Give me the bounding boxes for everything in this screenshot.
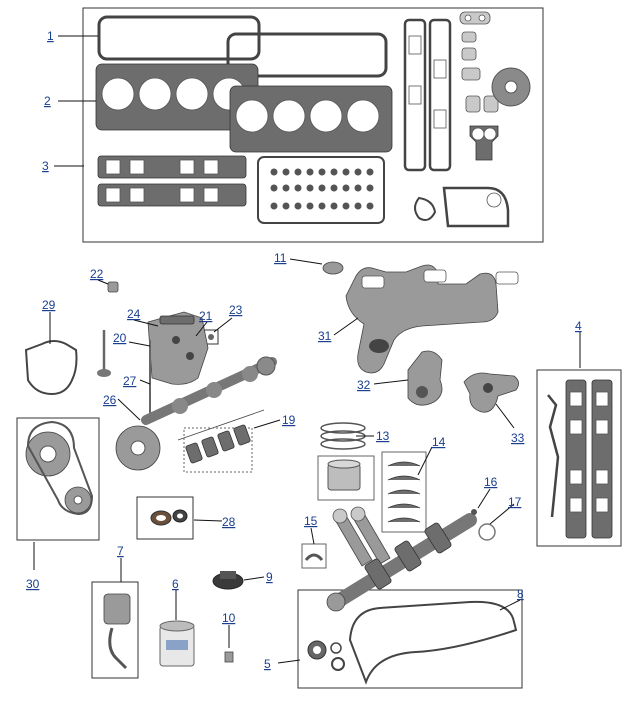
water-pump-gasket (414, 186, 510, 228)
callout-29[interactable]: 29 (42, 298, 56, 312)
callout-6[interactable]: 6 (172, 577, 179, 591)
valve-stem-seals (257, 156, 385, 224)
rod-bearing (301, 543, 327, 569)
callout-14[interactable]: 14 (432, 435, 446, 449)
crankshaft (326, 513, 477, 612)
thermostat-housing (463, 372, 519, 413)
piston (317, 455, 375, 501)
callout-19[interactable]: 19 (282, 413, 296, 427)
main-bearings (381, 451, 427, 533)
callout-21[interactable]: 21 (199, 309, 213, 323)
callout-23[interactable]: 23 (229, 303, 243, 317)
rear-main-seal (150, 509, 188, 526)
oil-pan-gasket-frame (297, 589, 523, 689)
intake-gasket-set (547, 379, 613, 539)
callout-31[interactable]: 31 (318, 329, 332, 343)
oil-pump (103, 593, 131, 670)
callout-17[interactable]: 17 (508, 495, 522, 509)
valve-cover-gasket (97, 15, 388, 78)
exhaust-manifold-gasket (403, 18, 452, 172)
callout-2[interactable]: 2 (44, 94, 51, 108)
callout-1[interactable]: 1 (47, 29, 54, 43)
callout-16[interactable]: 16 (484, 475, 498, 489)
piston-rings (320, 422, 366, 450)
callout-28[interactable]: 28 (222, 515, 236, 529)
timing-cover-gasket (24, 340, 78, 396)
callout-32[interactable]: 32 (357, 378, 371, 392)
pressure-sender (224, 651, 234, 663)
callout-20[interactable]: 20 (113, 331, 127, 345)
callout-8[interactable]: 8 (517, 587, 524, 601)
camshaft (141, 356, 277, 425)
callout-24[interactable]: 24 (127, 307, 141, 321)
callout-30[interactable]: 30 (26, 577, 40, 591)
callout-11[interactable]: 11 (274, 251, 287, 265)
callout-7[interactable]: 7 (117, 544, 124, 558)
callout-4[interactable]: 4 (575, 319, 582, 333)
valve (97, 330, 111, 377)
callout-33[interactable]: 33 (511, 431, 525, 445)
leader-lines (33, 35, 581, 664)
callout-10[interactable]: 10 (222, 611, 236, 625)
timing-chain-set (25, 420, 94, 516)
gasket-set-frame (82, 7, 544, 243)
callout-5[interactable]: 5 (264, 657, 271, 671)
connecting-rods (332, 506, 391, 567)
cam-bearings (177, 409, 265, 473)
callout-26[interactable]: 26 (103, 393, 117, 407)
oil-filter (159, 620, 195, 667)
oil-filler-cap (212, 571, 244, 590)
callout-15[interactable]: 15 (304, 514, 318, 528)
freeze-plug (322, 261, 344, 275)
thrust-washer (478, 523, 496, 541)
cam-sprocket (115, 425, 161, 471)
misc-small-gaskets (459, 11, 499, 161)
rocker-arm-assembly (147, 311, 209, 385)
exhaust-manifold (345, 264, 519, 374)
oil-pan-gasket (307, 600, 518, 685)
crank-seal-disc (491, 67, 531, 107)
oil-pump-frame (91, 581, 139, 679)
water-pump (407, 350, 443, 406)
callout-9[interactable]: 9 (266, 570, 273, 584)
callout-13[interactable]: 13 (376, 429, 390, 443)
callout-27[interactable]: 27 (123, 374, 137, 388)
head-gasket (95, 63, 393, 153)
callout-3[interactable]: 3 (42, 159, 49, 173)
timing-chain-frame (16, 417, 100, 541)
callout-22[interactable]: 22 (90, 267, 104, 281)
lifter-retainer (107, 281, 119, 293)
seal-set-frame (136, 496, 194, 540)
intake-gasket-frame (536, 369, 622, 547)
pilot-bushing (471, 509, 477, 515)
intake-manifold-gasket (97, 155, 247, 207)
